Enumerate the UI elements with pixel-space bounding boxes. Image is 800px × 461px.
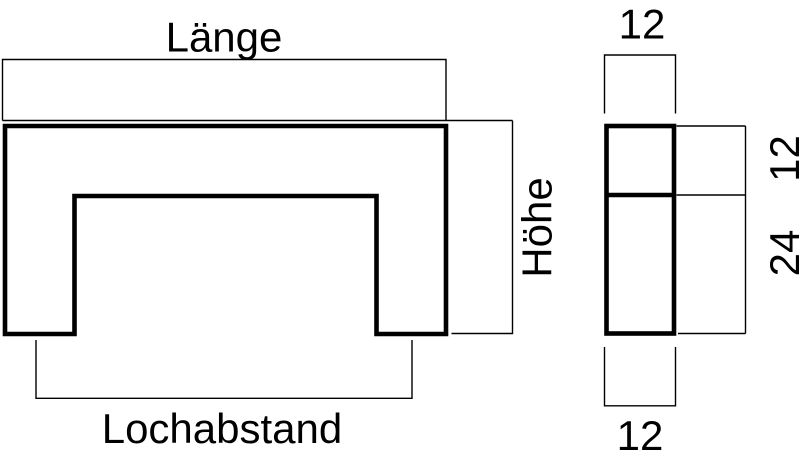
side-bottom-width-label: 12 <box>617 412 664 459</box>
laenge-dimension-line <box>1 58 447 121</box>
hoehe-label: Höhe <box>514 177 561 277</box>
side-bottom-dimension-line <box>603 347 677 407</box>
lochabstand-label: Lochabstand <box>102 405 343 452</box>
side-top-width-label: 12 <box>619 1 666 48</box>
laenge-label: Länge <box>166 14 283 61</box>
lochabstand-dimension-line <box>35 340 413 399</box>
side-top-dimension-line <box>603 54 677 114</box>
hoehe-dimension-line <box>451 120 514 335</box>
handle-side-outline <box>604 123 677 336</box>
side-lower-height-label: 24 <box>761 230 800 277</box>
side-right-dimension-line <box>676 125 747 335</box>
handle-front-outline <box>2 123 449 337</box>
side-upper-height-label: 12 <box>761 135 800 182</box>
